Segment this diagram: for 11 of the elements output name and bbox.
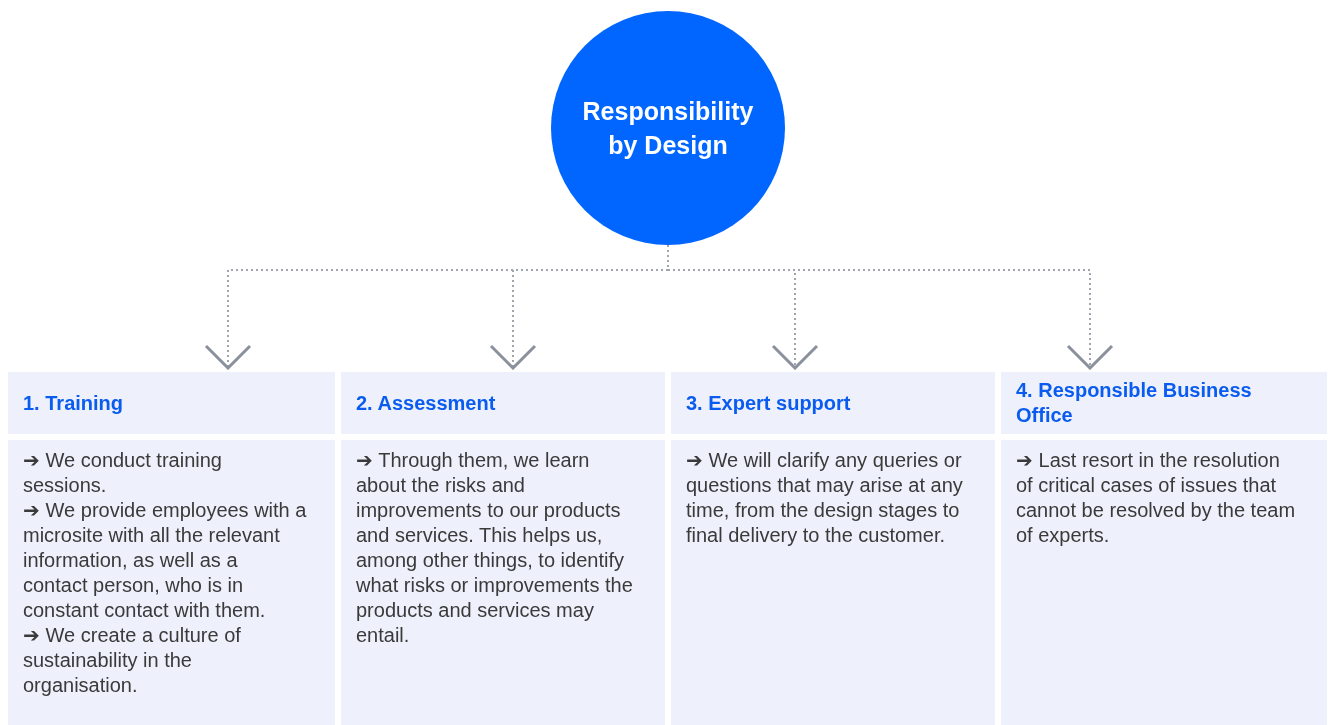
header-title: 3. Expert support (686, 390, 852, 416)
header-title: 4. Responsible Business Office (1016, 378, 1253, 428)
description-text: ➔ We will clarify any queries or questions that may arise at any time, from the design stages to final delivery to the customer. (686, 448, 964, 548)
circle-title: Responsibility by Design (581, 96, 755, 161)
header-title: 1. Training (23, 390, 125, 416)
description-text: ➔ We create a culture of sustainability in the organisation. (23, 623, 242, 698)
header-title: 2. Assessment (356, 390, 497, 416)
description-text: ➔ Last resort in the resolution of critical cases of issues that cannot be resolved by the team of experts. (1016, 448, 1297, 548)
description-text: ➔ We provide employees with a microsite with all the relevant information, as well as a contact person, who is in constant contact with them. (23, 498, 307, 623)
description-text: ➔ Through them, we learn about the risks and improvements to our products and services. This helps us, among other things, to identify what risks or improvements the products and services may entail. (356, 448, 634, 648)
description-text: ➔ We conduct training sessions. (23, 448, 223, 498)
